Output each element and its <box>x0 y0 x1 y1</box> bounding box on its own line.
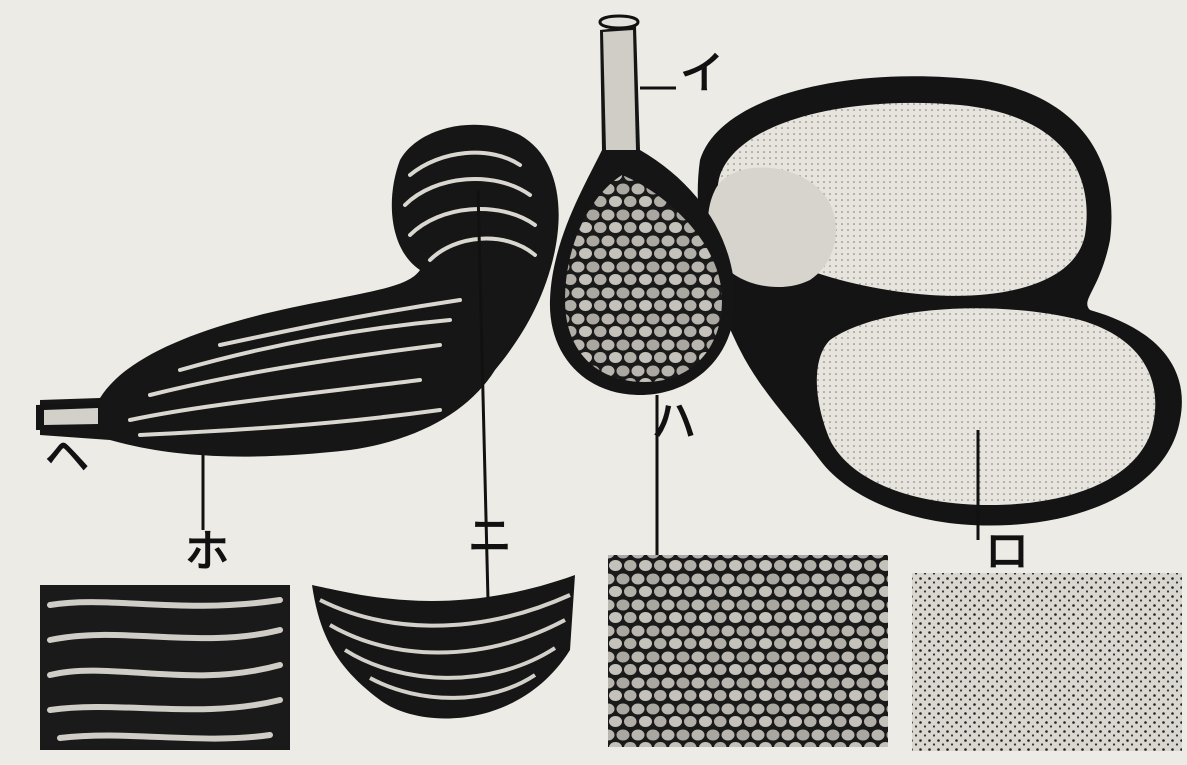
panel-abomasum-folds <box>40 585 290 750</box>
panel-reticulum-honeycomb <box>608 555 888 747</box>
label-ho: ホ <box>185 530 229 574</box>
panel-omasum-leaves <box>312 575 575 718</box>
label-ro: ロ <box>985 530 1029 574</box>
label-ni: ニ <box>468 515 512 559</box>
label-ha: ハ <box>652 400 696 444</box>
rumen <box>698 76 1182 525</box>
label-i: イ <box>680 52 724 96</box>
panel-rumen-papillae <box>912 573 1182 751</box>
label-he: ヘ <box>45 435 89 479</box>
